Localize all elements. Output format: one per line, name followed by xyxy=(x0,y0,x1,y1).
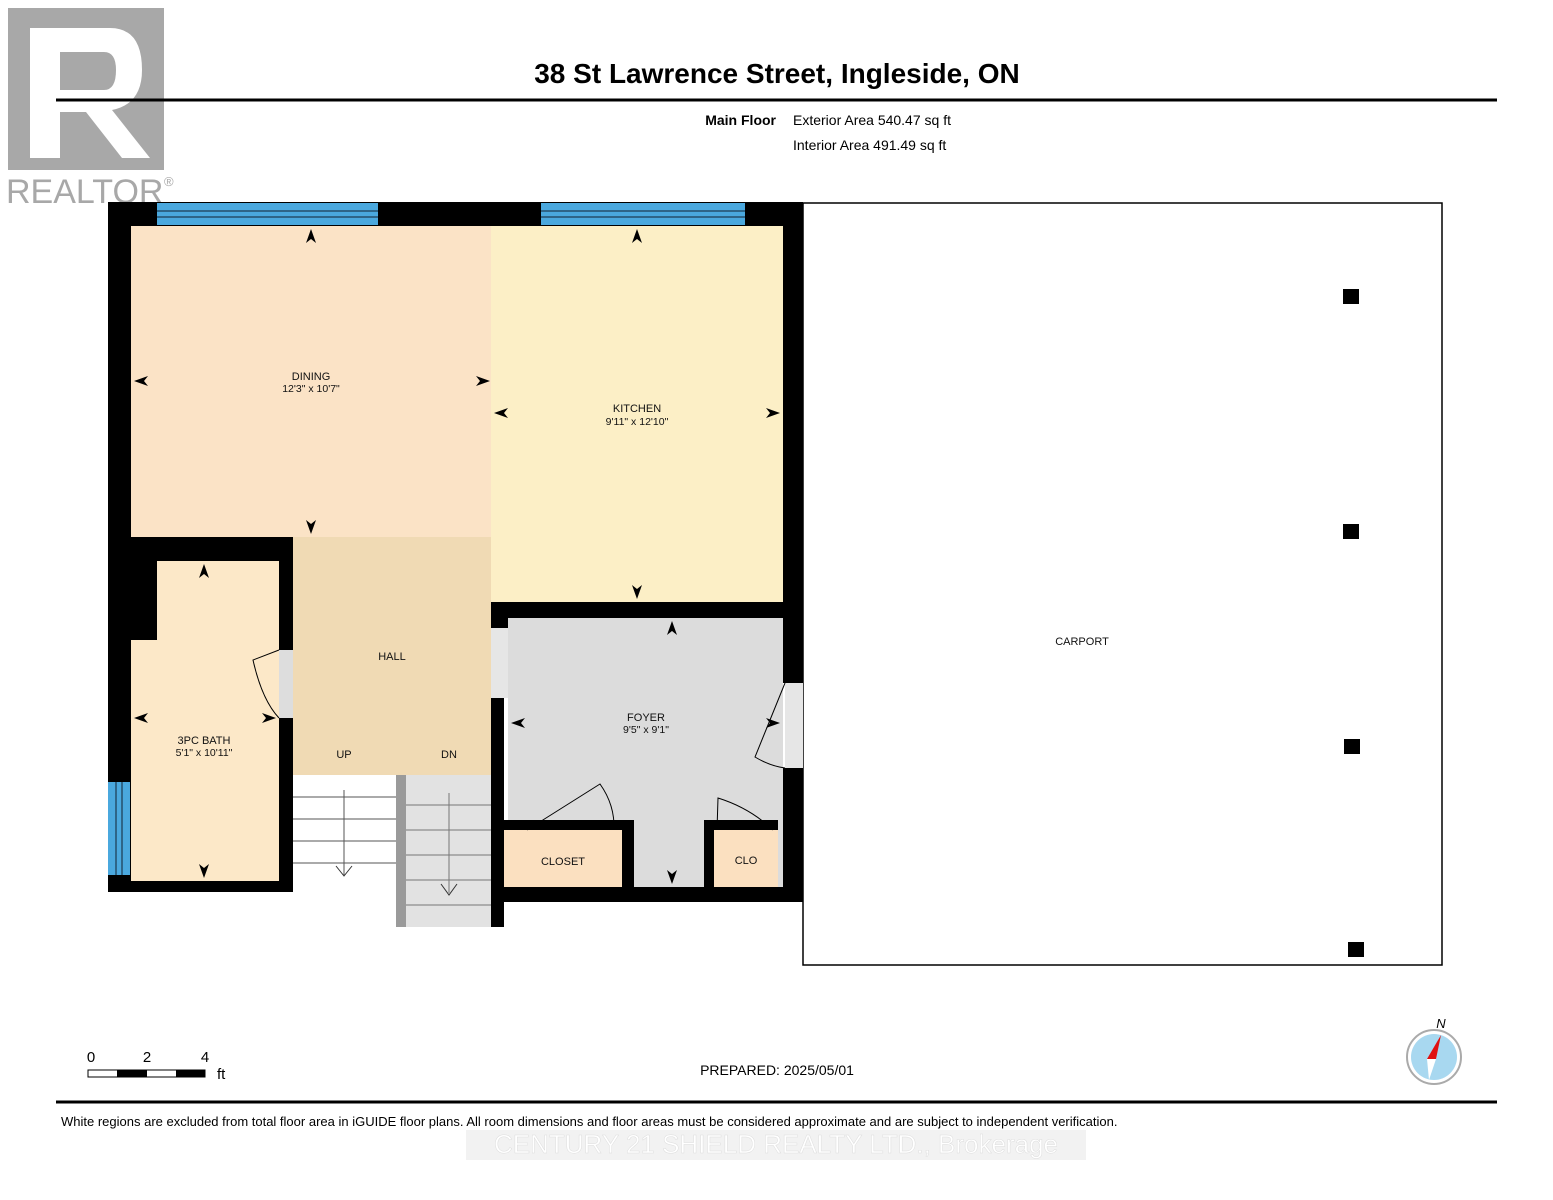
bath-dims: 5'1" x 10'11" xyxy=(176,747,233,759)
compass-icon: N xyxy=(1406,1016,1462,1085)
disclaimer: White regions are excluded from total fl… xyxy=(61,1114,1117,1129)
foyer-dims: 9'5" x 9'1" xyxy=(623,724,669,736)
scale-unit: ft xyxy=(217,1066,226,1083)
dining-room xyxy=(131,226,491,537)
scale-tick: 0 xyxy=(87,1049,95,1066)
watermark-bg xyxy=(466,1130,1086,1160)
closet-label: CLOSET xyxy=(541,856,585,868)
prepared-date: PREPARED: 2025/05/01 xyxy=(700,1062,854,1078)
dimension-arrows xyxy=(134,229,780,884)
stairs-down xyxy=(396,775,491,927)
scale-tick: 2 xyxy=(143,1049,151,1066)
compass-north-label: N xyxy=(1436,1016,1446,1031)
dining-dims: 12'3" x 10'7" xyxy=(282,383,340,395)
carport-posts xyxy=(1343,289,1364,957)
clo-room xyxy=(714,830,778,887)
registered-mark: ® xyxy=(164,174,174,189)
front-door xyxy=(785,683,803,768)
page-title: 38 St Lawrence Street, Ingleside, ON xyxy=(534,58,1020,89)
exterior-area: Exterior Area 540.47 sq ft xyxy=(793,112,951,128)
stairs-down-label: DN xyxy=(441,749,457,761)
stairs-up xyxy=(293,775,396,887)
kitchen-room xyxy=(491,226,783,602)
watermark: CENTURY 21 SHIELD REALTY LTD., Brokerage xyxy=(494,1129,1058,1159)
windows xyxy=(108,203,745,875)
hall-room xyxy=(293,537,491,775)
dining-label: DINING xyxy=(292,371,331,383)
bath-door xyxy=(279,650,293,718)
floor-name: Main Floor xyxy=(705,112,776,128)
door-swings xyxy=(252,649,786,831)
interior-area: Interior Area 491.49 sq ft xyxy=(793,137,946,153)
kitchen-dims: 9'11" x 12'10" xyxy=(606,416,669,428)
scale-tick: 4 xyxy=(201,1049,209,1066)
scale-bar: 0 2 4 ft xyxy=(87,1049,226,1083)
foyer-hall-opening xyxy=(491,628,508,698)
carport-label: CARPORT xyxy=(1055,636,1109,648)
stairs-up-label: UP xyxy=(336,749,351,761)
bath-label: 3PC BATH xyxy=(178,735,231,747)
kitchen-label: KITCHEN xyxy=(613,403,661,415)
hall-label: HALL xyxy=(378,651,406,663)
realtor-logo: REALTOR ® xyxy=(6,8,174,211)
clo-label: CLO xyxy=(735,855,758,867)
carport-area xyxy=(802,202,1443,966)
closet-room xyxy=(504,830,622,890)
foyer-label: FOYER xyxy=(627,712,665,724)
